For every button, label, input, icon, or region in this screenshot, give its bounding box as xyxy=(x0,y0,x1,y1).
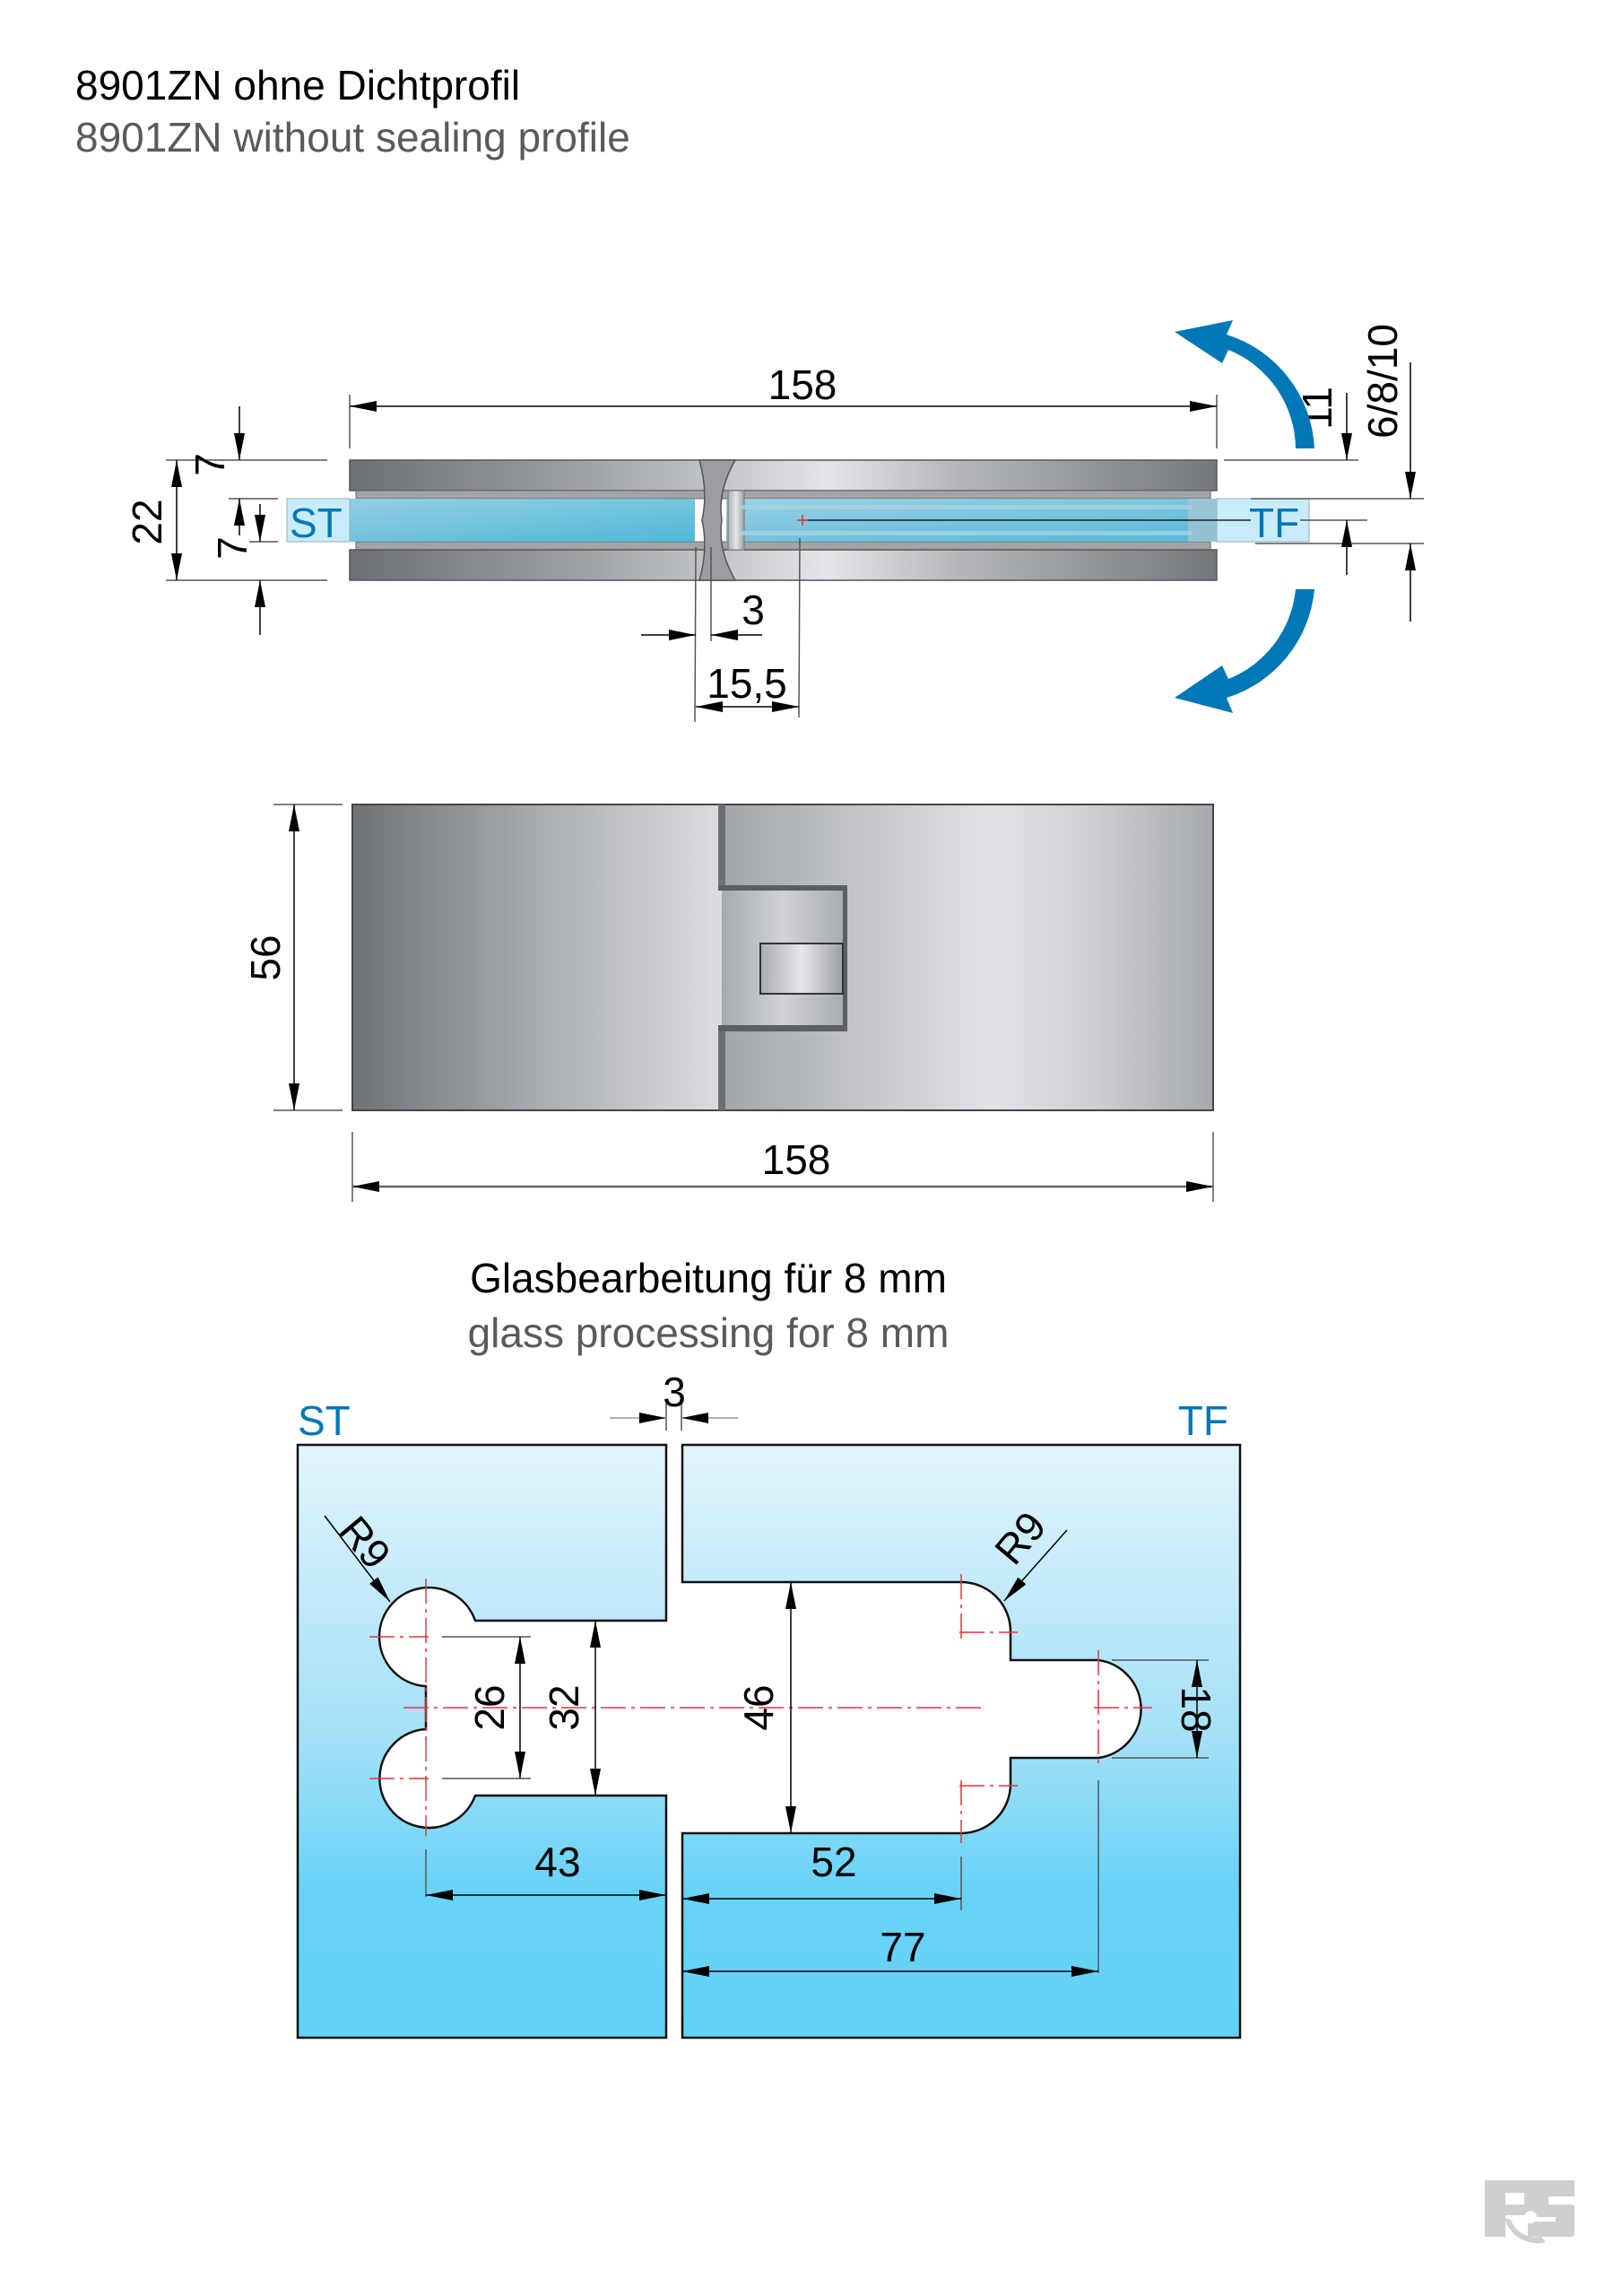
dim-label-slot-depth: 77 xyxy=(880,1924,925,1970)
radius-leader-right xyxy=(1003,1529,1068,1602)
rotate-down-arrow-icon xyxy=(1175,589,1314,713)
logo-bearing-arc xyxy=(1505,2218,1546,2244)
dim-label-length: 158 xyxy=(768,361,837,408)
clamp-plate-bottom xyxy=(349,549,1218,581)
dim-label-gap: 3 xyxy=(663,1369,686,1415)
glass-processing-heading-english: glass processing for 8 mm xyxy=(468,1309,950,1356)
dim-label-slot-height: 18 xyxy=(1173,1686,1219,1732)
hinge-seam-bottom xyxy=(718,1025,725,1110)
axis-center-mark xyxy=(797,515,808,526)
dim-label-glass-thickness: 6/8/10 xyxy=(1359,324,1406,439)
title-english: 8901ZN without sealing profile xyxy=(75,114,630,161)
section-view: 158 ST TF 22 7 xyxy=(124,320,1424,723)
inner-layer-top xyxy=(355,490,1211,500)
logo-letter-r xyxy=(1485,2180,1539,2237)
label-st: ST xyxy=(290,500,343,546)
clamp-plate-top xyxy=(349,459,1218,491)
rotate-up-arrow-icon xyxy=(1175,320,1314,448)
rotate-arrows-icon xyxy=(1175,320,1314,713)
top-view: 56 158 xyxy=(242,804,1214,1202)
extension-line xyxy=(798,537,801,718)
dim-label-hole-spacing: 26 xyxy=(466,1684,513,1730)
logo-center-dot xyxy=(1524,2211,1537,2223)
dim-label-length: 158 xyxy=(762,1136,831,1183)
radius-leader-left xyxy=(324,1515,391,1603)
dim-label-bottom-plate: 7 xyxy=(209,536,256,560)
label-st: ST xyxy=(298,1397,351,1444)
hinge-spacer xyxy=(727,490,745,551)
rs-bearing-logo-icon xyxy=(1485,2180,1574,2244)
dim-label-gap: 3 xyxy=(742,587,765,633)
glass-slot-bottom xyxy=(740,531,1193,535)
logo-letter-s xyxy=(1528,2180,1574,2237)
hinge-leaf-left xyxy=(352,804,722,1110)
glass-processing-view: Glasbearbeitung für 8 mm glass processin… xyxy=(296,1255,1242,2039)
inner-layer-bottom xyxy=(355,541,1211,551)
glass-left-protrusion xyxy=(286,498,351,543)
dim-label-notch-right-height: 46 xyxy=(735,1684,782,1730)
dim-label-notch-left-height: 32 xyxy=(541,1684,587,1730)
glass-slot-top xyxy=(740,505,1193,509)
glass-left xyxy=(287,499,695,542)
dim-label-total-height: 22 xyxy=(124,499,170,544)
logo-text: RS xyxy=(0,0,2,1)
dim-label-top-plate: 7 xyxy=(186,453,233,476)
dim-label-notch-right-depth: 52 xyxy=(811,1839,856,1885)
hinge-knuckle xyxy=(698,459,737,581)
title-german: 8901ZN ohne Dichtprofil xyxy=(75,62,521,109)
glass-processing-heading-german: Glasbearbeitung für 8 mm xyxy=(470,1255,947,1301)
label-tf: TF xyxy=(1178,1397,1228,1444)
top-view-outline xyxy=(351,804,1214,1111)
dim-label-height: 56 xyxy=(242,935,289,980)
dim-label-axis-offset: 15,5 xyxy=(707,660,787,707)
hinge-pin xyxy=(759,943,844,995)
dim-label-notch-left-depth: 43 xyxy=(534,1839,580,1885)
label-tf: TF xyxy=(1249,500,1299,546)
glass-panel-tf xyxy=(681,1443,1242,2039)
hinge-seam-top xyxy=(718,804,725,890)
